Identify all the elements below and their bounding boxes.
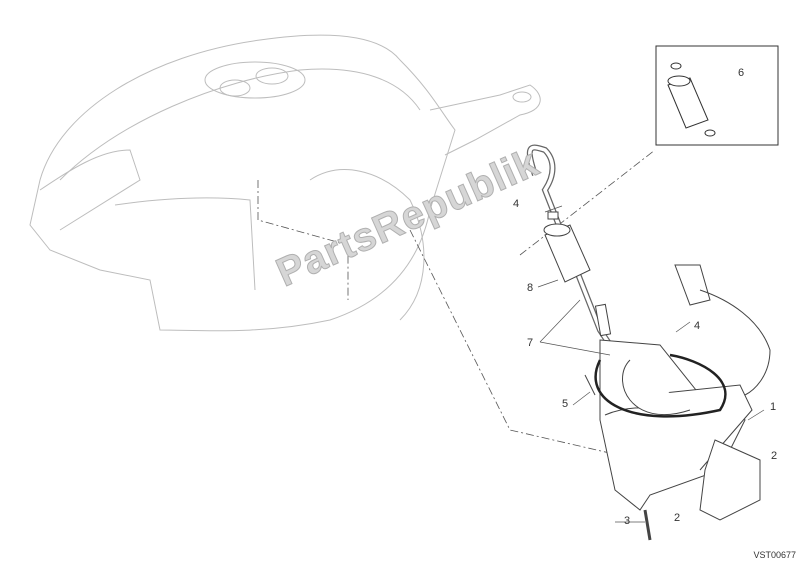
callout-2-upper: 2	[771, 450, 778, 462]
fuel-pump-assembly	[584, 264, 771, 541]
callout-2-lower: 2	[674, 512, 681, 524]
callout-1: 1	[770, 401, 777, 413]
callout-3: 3	[624, 515, 631, 527]
leader-lines	[257, 149, 656, 461]
callout-4: 4	[513, 198, 520, 210]
fuel-filter-8	[543, 211, 591, 283]
callout-5: 5	[562, 398, 569, 410]
callout-4-lower: 4	[694, 320, 701, 332]
inset-box	[655, 45, 779, 146]
callout-8: 8	[527, 282, 534, 294]
fuel-hose	[526, 144, 613, 347]
callout-6: 6	[738, 67, 745, 79]
drawing-code: VST00677	[753, 550, 796, 560]
callout-7: 7	[527, 337, 534, 349]
fuel-tank-outline	[29, 34, 541, 332]
